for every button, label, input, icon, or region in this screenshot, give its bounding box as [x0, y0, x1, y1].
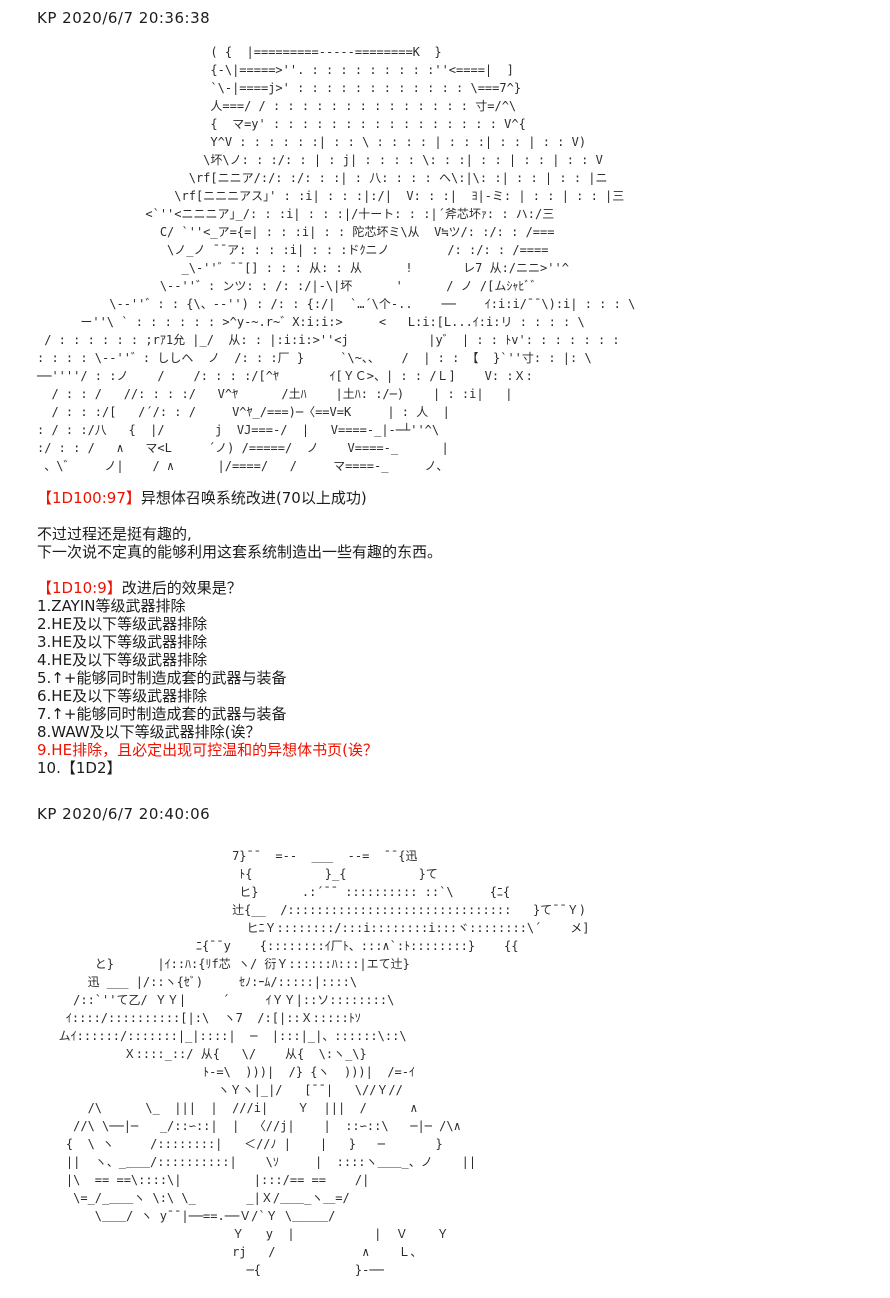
paragraph-line: 不过过程还是挺有趣的, [37, 525, 192, 543]
option-line: 10.【1D2】 [37, 759, 122, 777]
dice-roll-text-2: 改进后的效果是？ [121, 579, 242, 597]
post-2-timestamp: KP 2020/6/7 20:40:06 [37, 805, 211, 823]
post-1: KP 2020/6/7 20:36:38 ( { |=========-----… [37, 9, 890, 777]
dice-roll-value-2: 【1D10:9】 [37, 579, 122, 597]
option-line: 5.↑+能够同时制造成套的武器与装备 [37, 669, 287, 687]
option-line: 4.HE及以下等级武器排除 [37, 651, 208, 669]
post-2: KP 2020/6/7 20:40:06 7}¯¯ =-- ___ --= ¯¯… [37, 805, 890, 1279]
dice-roll-line-2: 【1D10:9】改进后的效果是？ [37, 579, 890, 597]
option-line: 7.↑+能够同时制造成套的武器与装备 [37, 705, 287, 723]
dice-roll-value-1: 【1D100:97】 [37, 489, 141, 507]
paragraph-line: 下一次说不定真的能够利用这套系统制造出一些有趣的东西。 [37, 543, 443, 561]
ascii-art-abnormality: ( { |=========-----========K } {-\|=====… [37, 45, 636, 473]
ascii-art-character: 7}¯¯ =-- ___ --= ¯¯{迅 ﾄ{ }_{ }て ヒ} .:´¯¯… [58, 849, 590, 1277]
post-1-timestamp: KP 2020/6/7 20:36:38 [37, 9, 211, 27]
option-line-highlighted: 9.HE排除，且必定出现可控温和的异想体书页(诶？ [37, 741, 378, 759]
option-line: 6.HE及以下等级武器排除 [37, 687, 208, 705]
option-line: 2.HE及以下等级武器排除 [37, 615, 208, 633]
option-line: 8.WAW及以下等级武器排除(诶？ [37, 723, 261, 741]
dice-roll-line-1: 【1D100:97】异想体召唤系统改进(70以上成功) [37, 489, 890, 507]
option-line: 1.ZAYIN等级武器排除 [37, 597, 186, 615]
dice-roll-text-1: 异想体召唤系统改进(70以上成功) [140, 489, 367, 507]
option-line: 3.HE及以下等级武器排除 [37, 633, 208, 651]
